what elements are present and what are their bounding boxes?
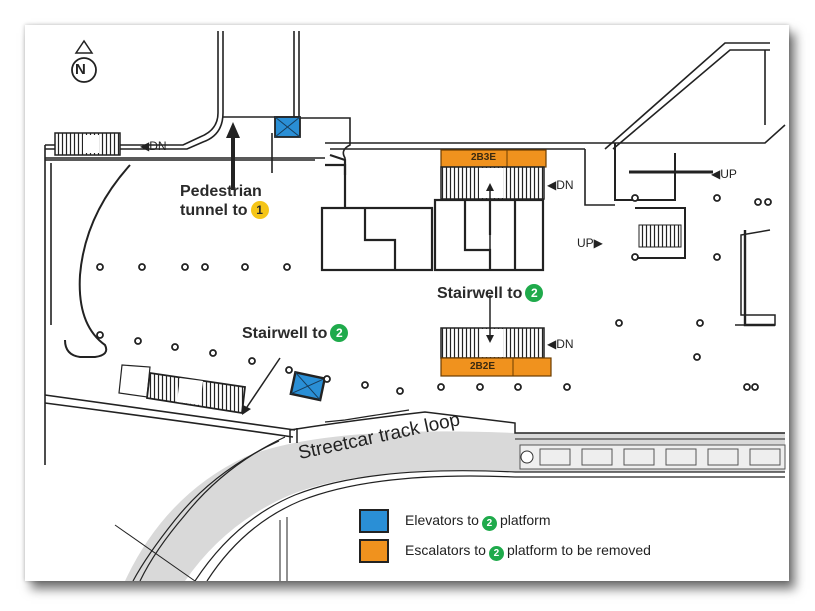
- column: [696, 319, 704, 327]
- columns: [96, 194, 772, 395]
- streetcar-segment: [749, 448, 781, 466]
- line-1-badge: 1: [250, 201, 269, 219]
- label-line: Pedestrian: [180, 183, 262, 200]
- column: [743, 383, 751, 391]
- legend-suffix: platform to be removed: [506, 541, 651, 558]
- label-text: Stairwell to: [437, 285, 523, 302]
- building-rooms: [320, 153, 545, 272]
- column: [693, 353, 701, 361]
- arrow-down-left-icon: [242, 405, 251, 415]
- legend-prefix: Escalators to: [405, 541, 486, 558]
- column: [285, 366, 293, 374]
- stairs-east: [614, 143, 713, 259]
- elevator-north: [274, 116, 301, 138]
- column: [361, 381, 369, 389]
- column: [138, 263, 146, 271]
- direction-dn-south: ◀DN: [547, 337, 574, 351]
- column: [171, 343, 179, 351]
- column: [181, 263, 189, 271]
- column: [323, 375, 331, 383]
- column: [209, 349, 217, 357]
- column: [751, 383, 759, 391]
- arrow-up-icon: [486, 183, 494, 191]
- column: [396, 387, 404, 395]
- escalator-code: 2B2E: [470, 361, 496, 372]
- label-text: Stairwell to: [242, 325, 328, 342]
- column: [631, 194, 639, 202]
- column: [514, 383, 522, 391]
- elevator-south: [289, 370, 327, 402]
- column: [201, 263, 209, 271]
- escalator-2b2e: [440, 327, 552, 377]
- direction-up-east-upper: ◀UP: [711, 167, 737, 181]
- label-line: tunnel to: [180, 202, 248, 219]
- column: [248, 357, 256, 365]
- direction-dn-west: ◀DN: [140, 139, 167, 153]
- streetcar-segment: [707, 448, 739, 466]
- line-2-badge: 2: [330, 324, 349, 342]
- escalator-2b3e: [440, 149, 547, 200]
- stairs-east-lower: [638, 224, 682, 248]
- streetcar-segment: [665, 448, 697, 466]
- column: [96, 263, 104, 271]
- stairwell-arrow-line: [244, 357, 281, 411]
- column: [615, 319, 623, 327]
- column: [563, 383, 571, 391]
- line-2-badge: 2: [488, 545, 504, 561]
- streetcar-segment: [581, 448, 613, 466]
- streetcar-segment: [623, 448, 655, 466]
- legend-swatch-escalator: [359, 539, 389, 563]
- north-arrow-icon: [71, 39, 97, 83]
- escalator-code: 2B3E: [471, 152, 497, 163]
- legend-prefix: Elevators to: [405, 511, 479, 528]
- column: [713, 194, 721, 202]
- column: [96, 331, 104, 339]
- arrow-up-icon: [226, 122, 240, 138]
- column: [241, 263, 249, 271]
- line-2-badge: 2: [481, 515, 497, 531]
- column: [437, 383, 445, 391]
- column: [713, 253, 721, 261]
- column: [283, 263, 291, 271]
- direction-dn-north: ◀DN: [547, 178, 574, 192]
- arrow-down-icon: [486, 335, 494, 343]
- column: [764, 198, 772, 206]
- direction-up-east-lower: UP▶: [577, 236, 603, 250]
- legend-suffix: platform: [499, 511, 551, 528]
- north-label: N: [75, 61, 86, 78]
- column: [754, 198, 762, 206]
- column: [631, 253, 639, 261]
- legend-swatch-elevator: [359, 509, 389, 533]
- column: [134, 337, 142, 345]
- column: [476, 383, 484, 391]
- floor-plan: [44, 31, 786, 581]
- streetcar-segment: [539, 448, 571, 466]
- line-2-badge: 2: [525, 284, 544, 302]
- stairwell-west: [118, 364, 246, 415]
